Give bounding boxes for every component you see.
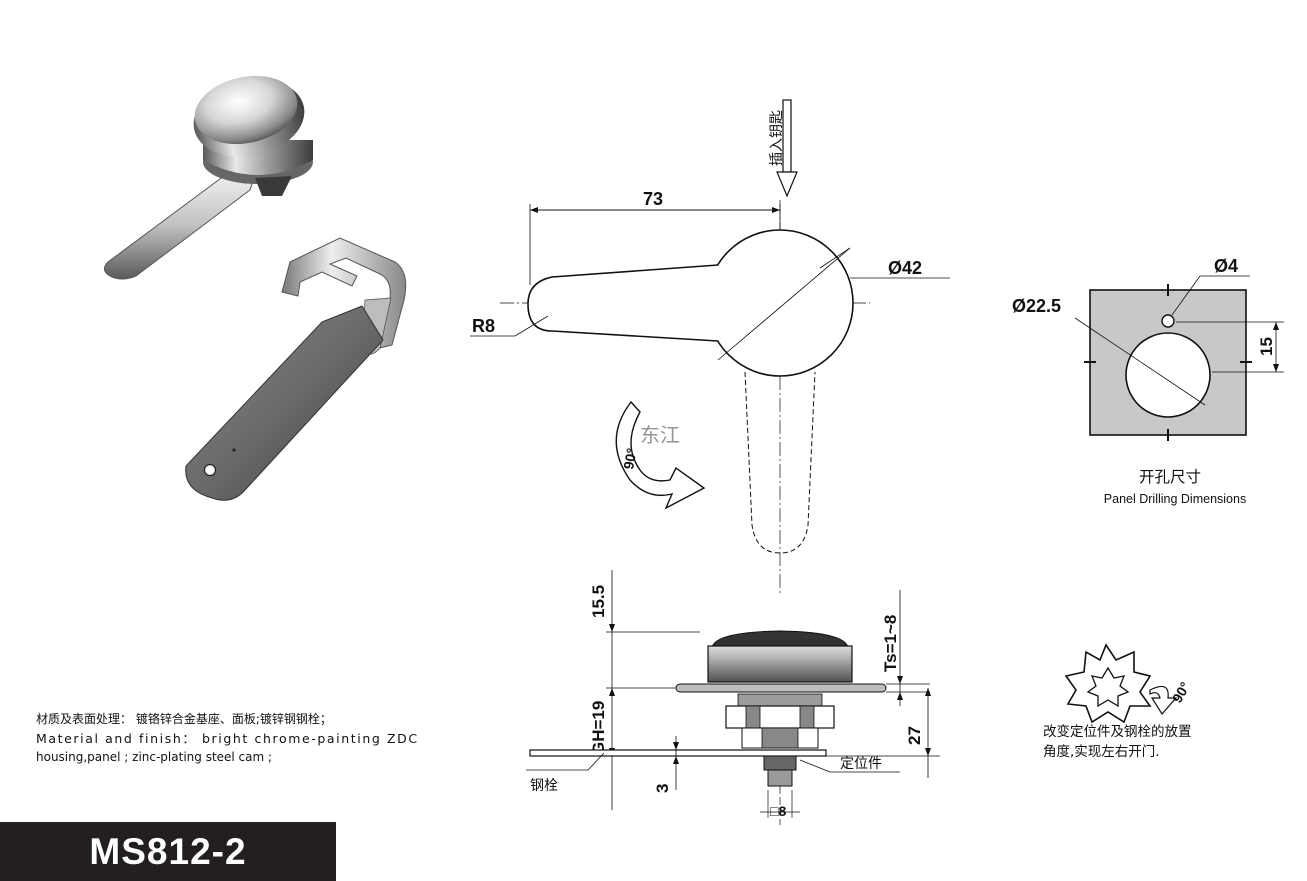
- rotation-positioner-icon: 90°: [1064, 643, 1193, 724]
- dim-gh: GH=19: [589, 701, 608, 755]
- cam-plate: [529, 749, 827, 757]
- model-number: MS812-2: [89, 831, 247, 872]
- side-view-drawing: 15.5 GH=19 Ts=1~8 27 3: [526, 570, 940, 825]
- material-line-cn: 材质及表面处理： 镀铬锌合金基座、面板;镀锌钢钢栓；: [36, 712, 332, 726]
- cam-hole: [203, 463, 217, 477]
- dim-thickness: Ts=1~8: [881, 615, 900, 672]
- label-positioner: 定位件: [840, 756, 882, 772]
- dim-head-diameter: Ø42: [888, 258, 922, 278]
- dim-drill-pin: Ø4: [1214, 256, 1238, 276]
- dim-square: □8: [770, 803, 786, 819]
- knob-cap-side: [707, 645, 853, 683]
- dim-length: 73: [643, 189, 663, 209]
- knob-circle: [706, 229, 854, 377]
- top-view-drawing: 插入钥匙 73 Ø42 R8 90° 东江: [470, 99, 950, 595]
- drilling-title-cn: 开孔尺寸: [1138, 468, 1201, 486]
- dim-height-top: 15.5: [589, 585, 608, 618]
- hex-nut: [725, 705, 835, 729]
- rotation-note-line-2: 角度,实现左右开门.: [1043, 744, 1160, 760]
- watermark-text: 东江: [640, 423, 680, 447]
- rotation-note-line-1: 改变定位件及钢栓的放置: [1043, 724, 1192, 740]
- panel-drilling-drawing: 15 Ø22.5 Ø4: [1012, 256, 1284, 441]
- handle-outline: [527, 264, 719, 342]
- insert-key-label: 插入钥匙: [769, 110, 785, 166]
- model-number-bar: MS812-2: [0, 822, 336, 881]
- product-photo: [104, 75, 407, 501]
- dim-three: 3: [653, 784, 672, 793]
- material-line-en-1: Material and finish： bright chrome-paint…: [36, 731, 419, 746]
- handle-lever: [104, 169, 256, 280]
- rotation-arrow-icon: [615, 400, 706, 510]
- drilling-main-hole: [1125, 332, 1211, 418]
- material-finish-note: 材质及表面处理： 镀铬锌合金基座、面板;镀锌钢钢栓； Material and …: [36, 710, 456, 767]
- dim-radius: R8: [472, 316, 495, 336]
- drilling-pin-hole: [1161, 314, 1175, 328]
- handle-rotated-dashed: [744, 371, 816, 554]
- dim-depth: 27: [905, 726, 924, 745]
- material-line-en-2: housing,panel ; zinc-plating steel cam ;: [36, 750, 273, 764]
- cam-arm: [185, 305, 384, 501]
- knob-face: [194, 75, 298, 145]
- dim-drill-hole: Ø22.5: [1012, 296, 1061, 316]
- rotation-angle-label: 90°: [620, 447, 639, 471]
- insert-key-arrow: [776, 99, 798, 198]
- drilling-title-en: Panel Drilling Dimensions: [1103, 492, 1247, 506]
- rotation-note: 改变定位件及钢栓的放置 角度,实现左右开门.: [1043, 722, 1273, 762]
- panel-plate: [675, 683, 887, 693]
- dim-drill-offset: 15: [1257, 337, 1276, 356]
- label-bolt: 钢栓: [530, 778, 558, 794]
